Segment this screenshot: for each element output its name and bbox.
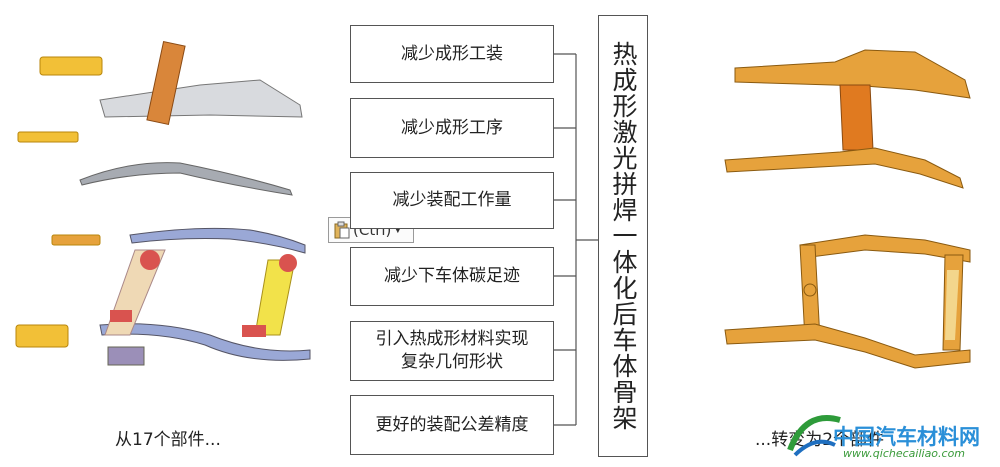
benefit-label-5: 引入热成形材料实现 复杂几何形状	[375, 329, 529, 372]
benefit-box-3: 减少装配工作量	[350, 172, 554, 229]
benefit-box-1: 减少成形工装	[350, 25, 554, 83]
integrated-part-upper	[724, 49, 971, 189]
watermark: 中国汽车材料网 www.qichecailiao.com	[785, 405, 995, 465]
small-bracket-4	[15, 324, 69, 348]
benefit-label-6: 更好的装配公差精度	[375, 414, 529, 435]
benefit-label-4: 减少下车体碳足迹	[384, 266, 520, 286]
benefit-box-5: 引入热成形材料实现 复杂几何形状	[350, 321, 554, 381]
mid-gray-rail	[79, 162, 293, 196]
benefit-label-3: 减少装配工作量	[392, 190, 512, 210]
watermark-brand: 中国汽车材料网	[833, 425, 980, 449]
upper-rail-assembly	[99, 40, 303, 126]
connector-bracket	[554, 53, 598, 426]
vertical-title-box: 热成形激光拼焊一体化后车体骨架	[598, 15, 648, 457]
small-bracket-1	[39, 56, 103, 76]
benefit-box-4: 减少下车体碳足迹	[350, 247, 554, 306]
lower-frame-parts	[99, 227, 311, 366]
watermark-logo-icon	[787, 415, 841, 457]
small-bracket-3	[51, 234, 101, 246]
benefit-label-2: 减少成形工序	[401, 117, 503, 138]
watermark-url: www.qichecailiao.com	[843, 447, 966, 460]
caption-left: 从17个部件...	[115, 430, 221, 450]
right-parts-illustration	[724, 49, 971, 369]
left-parts-illustration	[15, 40, 311, 366]
vertical-title: 热成形激光拼焊一体化后车体骨架	[609, 41, 638, 431]
integrated-part-lower	[724, 234, 971, 369]
benefit-box-2: 减少成形工序	[350, 98, 554, 158]
benefit-label-1: 减少成形工装	[401, 43, 503, 64]
small-bracket-2	[17, 131, 79, 143]
chevron-down-icon: ▼	[394, 225, 402, 235]
clipboard-icon	[334, 221, 350, 239]
benefit-box-6: 更好的装配公差精度	[350, 395, 554, 455]
